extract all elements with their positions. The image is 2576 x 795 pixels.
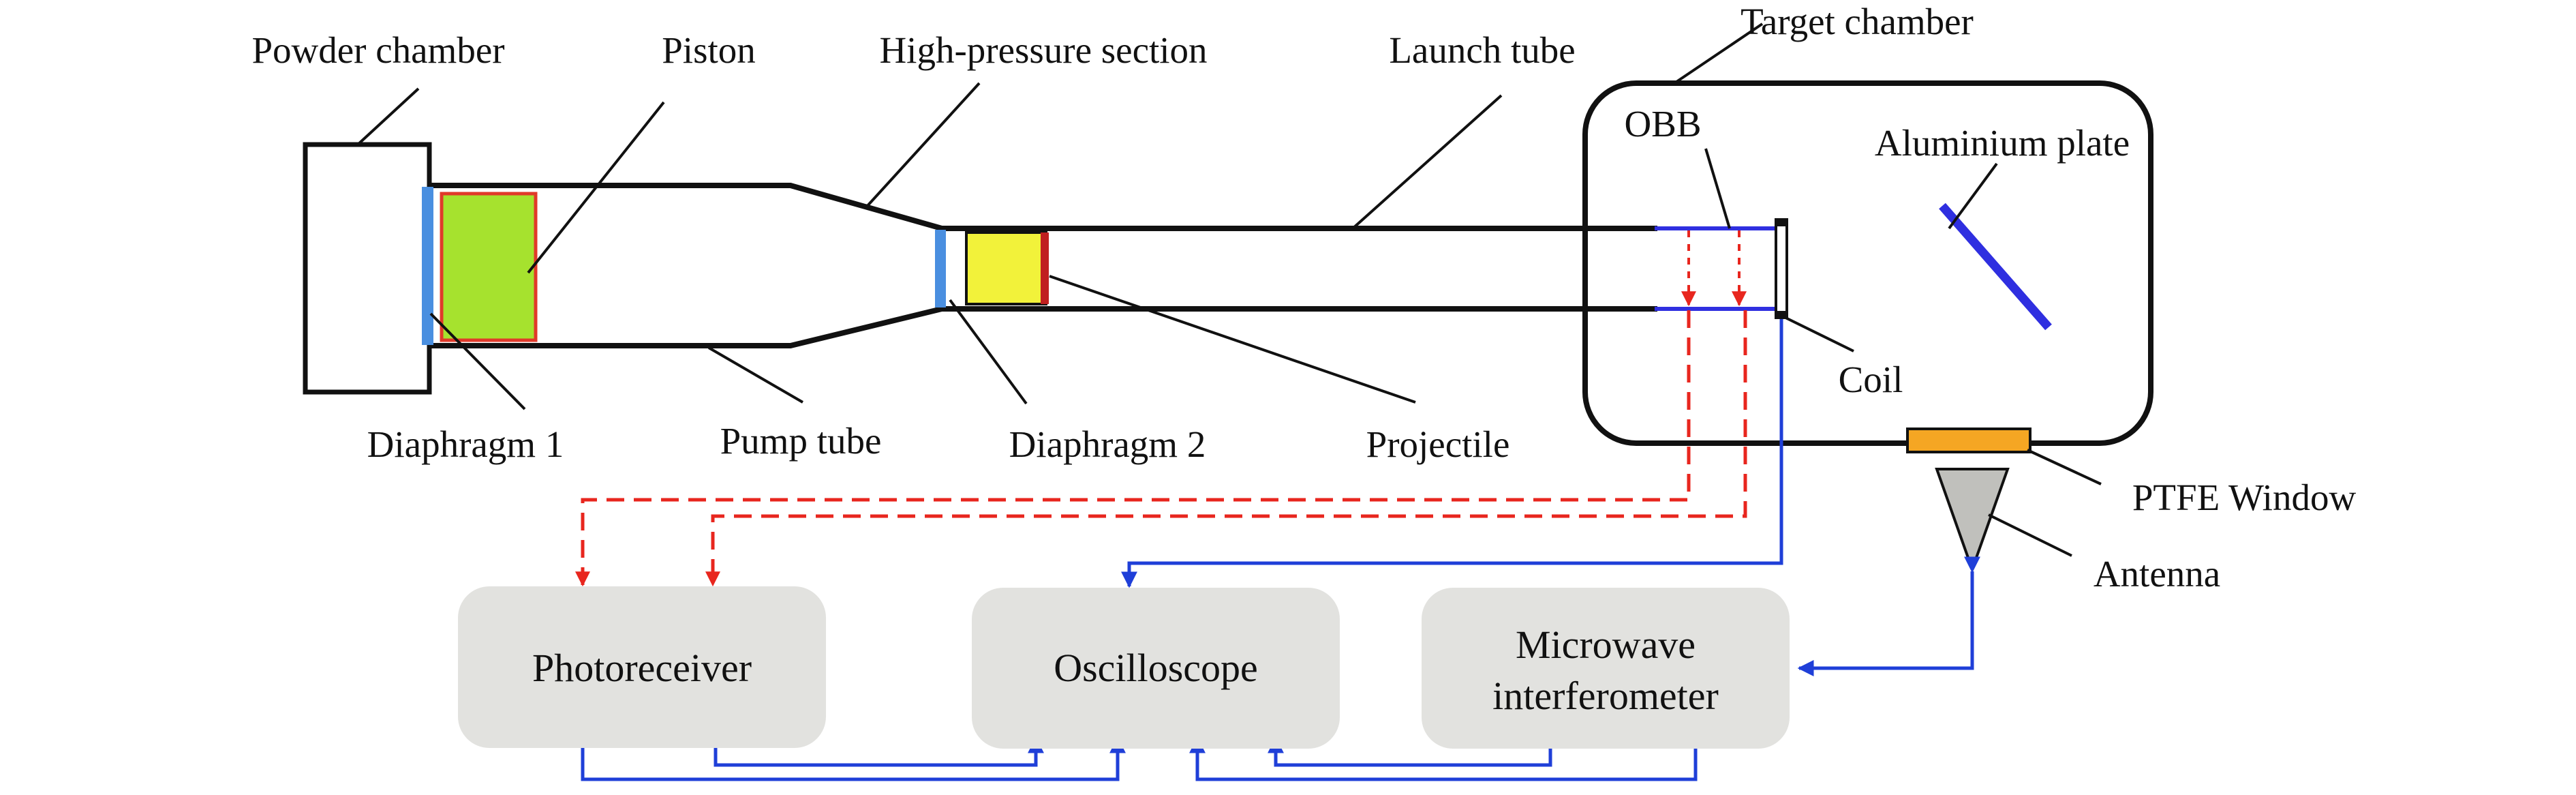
microwave-label-line1: Microwave [1516, 622, 1696, 667]
ptfe-window-label: PTFE Window [2132, 477, 2357, 518]
photoreceiver-box [458, 586, 826, 748]
interferometer-to-oscilloscope-1 [1268, 736, 1552, 767]
diaphragm-1-label: Diaphragm 1 [367, 423, 564, 465]
target-chamber-label: Target chamber [1741, 1, 1974, 42]
coil-signal-cable [1121, 319, 1783, 588]
aluminium-plate [1939, 202, 2052, 331]
interferometer-antenna-link [1797, 556, 1980, 676]
launch-tube-label: Launch tube [1389, 29, 1575, 71]
obb-ring [1655, 226, 1780, 311]
projectile-label: Projectile [1366, 423, 1510, 465]
optical-fiber-1 [575, 310, 1691, 587]
interferometer-to-oscilloscope-2 [1189, 736, 1698, 781]
high-pressure-section-label: High-pressure section [879, 29, 1207, 71]
aluminium-plate-label: Aluminium plate [1875, 122, 2130, 164]
obb-label: OBB [1624, 103, 1701, 145]
powder-chamber-label: Powder chamber [251, 29, 504, 71]
coil-label: Coil [1839, 359, 1903, 400]
diaphragm-2 [935, 230, 946, 308]
target-chamber [1582, 80, 2153, 446]
interferometer-label-line2: interferometer [1492, 674, 1719, 718]
projectile [965, 231, 1047, 305]
piston [440, 192, 538, 342]
antenna-label: Antenna [2094, 553, 2220, 595]
photoreceiver-to-oscilloscope-2 [714, 736, 1044, 767]
oscilloscope-label: Oscilloscope [1054, 646, 1258, 690]
optical-fiber-2 [705, 310, 1747, 587]
oscilloscope-box [972, 588, 1340, 749]
coil-top-cap [1775, 218, 1788, 226]
projectile-seal [1041, 232, 1049, 304]
leader-lines [356, 22, 2102, 557]
antenna [1935, 468, 2010, 573]
photoreceiver-label: Photoreceiver [532, 646, 752, 690]
diaphragm-2-label: Diaphragm 2 [1009, 423, 1206, 465]
photoreceiver-to-oscilloscope-1 [581, 736, 1126, 781]
microwave-interferometer-box [1422, 588, 1790, 749]
piston-label: Piston [662, 29, 756, 71]
ptfe-window [1906, 427, 2031, 453]
pump-tube-label: Pump tube [720, 420, 882, 462]
powder-chamber [303, 142, 432, 395]
diaphragm-1 [422, 187, 433, 345]
coil [1775, 218, 1788, 319]
